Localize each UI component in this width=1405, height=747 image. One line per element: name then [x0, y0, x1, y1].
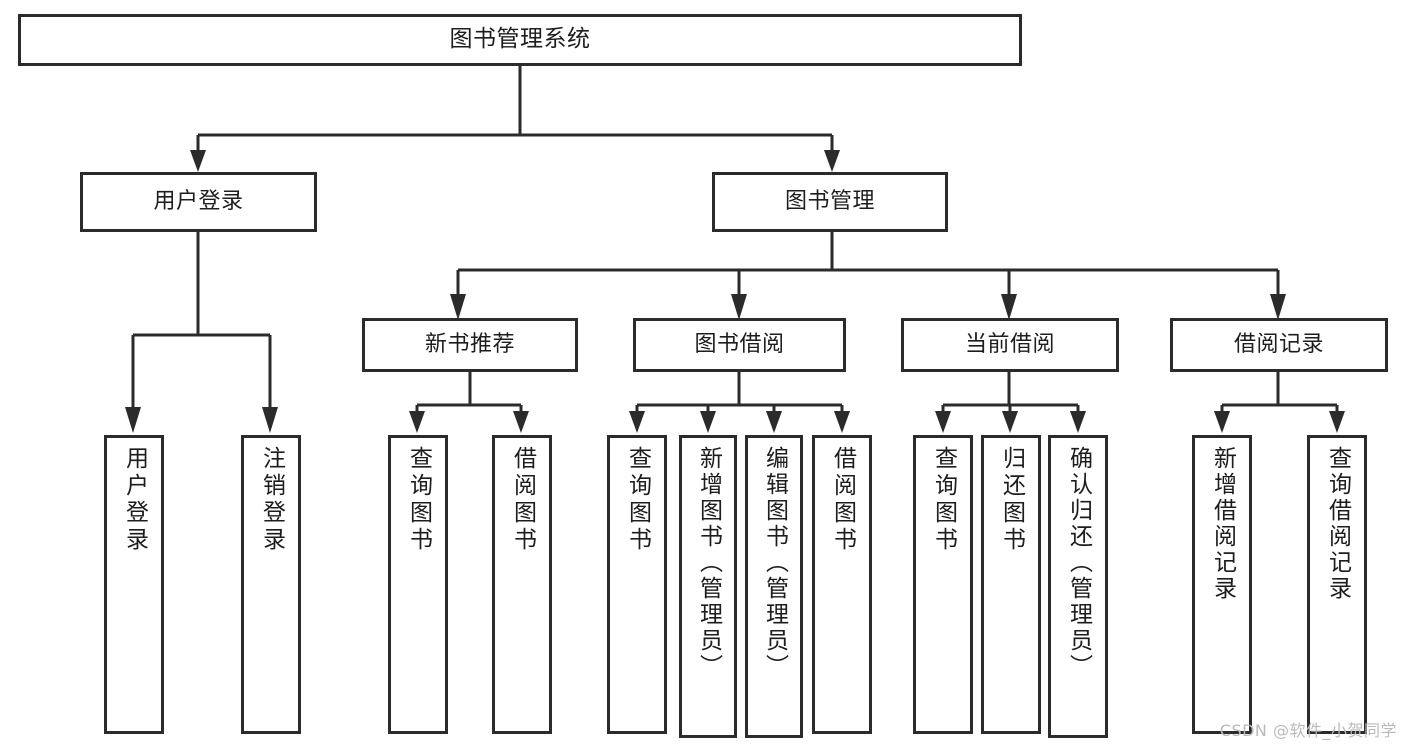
- arrowhead-borrow-record: [1270, 294, 1286, 320]
- leaf-borrow-book[interactable]: 借阅图书: [812, 435, 872, 734]
- arrowhead-current-borrow: [1001, 294, 1017, 320]
- leaf-confirm-return-admin[interactable]: 确认归还（管理员）: [1048, 435, 1108, 738]
- node-label: 图书管理: [784, 188, 875, 214]
- leaf-add-borrow-record[interactable]: 新增借阅记录: [1192, 435, 1252, 734]
- node-label: 新增借阅记录: [1209, 446, 1236, 602]
- csdn-watermark: CSDN @软件_小贺同学: [1219, 721, 1397, 740]
- leaf-query-book-borrow[interactable]: 查询图书: [607, 435, 667, 734]
- node-label: 查询借阅记录: [1324, 446, 1351, 602]
- node-label: 新书推荐: [424, 331, 515, 357]
- arrowhead-leaf-logout: [262, 407, 278, 433]
- leaf-logout[interactable]: 注销登录: [241, 435, 301, 734]
- node-label: 归还图书: [998, 446, 1025, 554]
- arrowhead-br-leaf-2: [1329, 411, 1345, 433]
- arrowhead-book-borrow: [731, 294, 747, 320]
- node-book-borrow[interactable]: 图书借阅: [633, 318, 846, 372]
- arrowhead-book-manage: [824, 150, 840, 172]
- arrowhead-new-book: [450, 294, 466, 320]
- node-label: 编辑图书（管理员）: [761, 446, 788, 680]
- leaf-user-login[interactable]: 用户登录: [104, 435, 164, 734]
- leaf-add-book-admin[interactable]: 新增图书（管理员）: [679, 435, 737, 738]
- node-borrow-record[interactable]: 借阅记录: [1170, 318, 1388, 372]
- arrowhead-nb-leaf-2: [513, 411, 529, 433]
- node-new-book-recommend[interactable]: 新书推荐: [362, 318, 578, 372]
- leaf-query-borrow-record[interactable]: 查询借阅记录: [1307, 435, 1367, 734]
- arrowhead-cb-leaf-3: [1070, 411, 1086, 433]
- leaf-edit-book-admin[interactable]: 编辑图书（管理员）: [745, 435, 803, 738]
- node-label: 新增图书（管理员）: [695, 446, 722, 680]
- arrowhead-bb-leaf-4: [834, 411, 850, 433]
- node-label: 当前借阅: [964, 331, 1055, 357]
- node-label: 图书管理系统: [449, 26, 591, 53]
- node-label: 借阅图书: [509, 446, 536, 554]
- node-label: 查询图书: [624, 446, 651, 554]
- arrowhead-bb-leaf-1: [629, 411, 645, 433]
- node-book-management[interactable]: 图书管理: [712, 172, 948, 232]
- leaf-query-book-current[interactable]: 查询图书: [913, 435, 973, 734]
- node-label: 用户登录: [121, 446, 148, 554]
- node-current-borrow[interactable]: 当前借阅: [901, 318, 1119, 372]
- leaf-return-book[interactable]: 归还图书: [981, 435, 1041, 734]
- node-label: 确认归还（管理员）: [1065, 446, 1092, 680]
- arrowhead-br-leaf-1: [1214, 411, 1230, 433]
- arrowhead-cb-leaf-2: [1002, 411, 1018, 433]
- node-label: 图书借阅: [694, 331, 785, 357]
- arrowhead-nb-leaf-1: [409, 411, 425, 433]
- arrowhead-cb-leaf-1: [935, 411, 951, 433]
- leaf-borrow-book-newbook[interactable]: 借阅图书: [492, 435, 552, 734]
- node-user-login[interactable]: 用户登录: [80, 172, 317, 232]
- node-label: 借阅图书: [829, 446, 856, 554]
- node-label: 借阅记录: [1233, 331, 1324, 357]
- arrowhead-user-login: [190, 150, 206, 172]
- node-root-system[interactable]: 图书管理系统: [18, 14, 1022, 66]
- node-label: 注销登录: [258, 446, 285, 554]
- node-label: 查询图书: [930, 446, 957, 554]
- arrowhead-leaf-user-login: [125, 407, 141, 433]
- node-label: 查询图书: [405, 446, 432, 554]
- leaf-query-book-newbook[interactable]: 查询图书: [388, 435, 448, 734]
- arrowhead-bb-leaf-3: [766, 411, 782, 433]
- arrowhead-bb-leaf-2: [700, 411, 716, 433]
- node-label: 用户登录: [153, 188, 244, 214]
